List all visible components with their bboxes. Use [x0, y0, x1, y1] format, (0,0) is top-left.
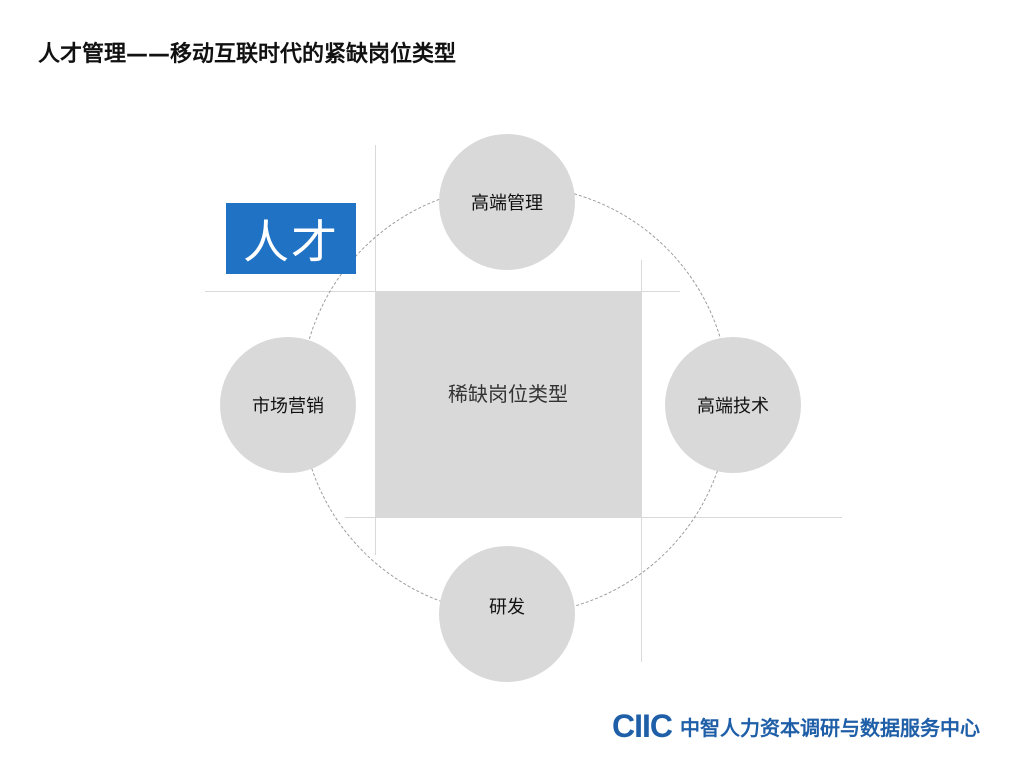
node-top-label: 高端管理 [471, 193, 543, 214]
logo-mark: CIIC [612, 708, 673, 744]
talent-label: 人才 [243, 214, 339, 269]
node-left: 市场营销 [220, 337, 356, 473]
node-top: 高端管理 [439, 134, 575, 270]
logo-text: 中智人力资本调研与数据服务中心 [680, 716, 980, 740]
center-label: 稀缺岗位类型 [448, 382, 568, 406]
talent-badge: 人才 [226, 203, 356, 274]
center-box: 稀缺岗位类型 [375, 292, 641, 517]
node-right: 高端技术 [665, 337, 801, 473]
node-bottom: 研发 [439, 546, 575, 682]
node-right-label: 高端技术 [697, 396, 769, 417]
logo: CIIC 中智人力资本调研与数据服务中心 [612, 708, 980, 745]
slide-title: 人才管理——移动互联时代的紧缺岗位类型 [38, 42, 457, 67]
node-left-label: 市场营销 [252, 396, 324, 417]
node-bottom-label: 研发 [489, 597, 525, 618]
